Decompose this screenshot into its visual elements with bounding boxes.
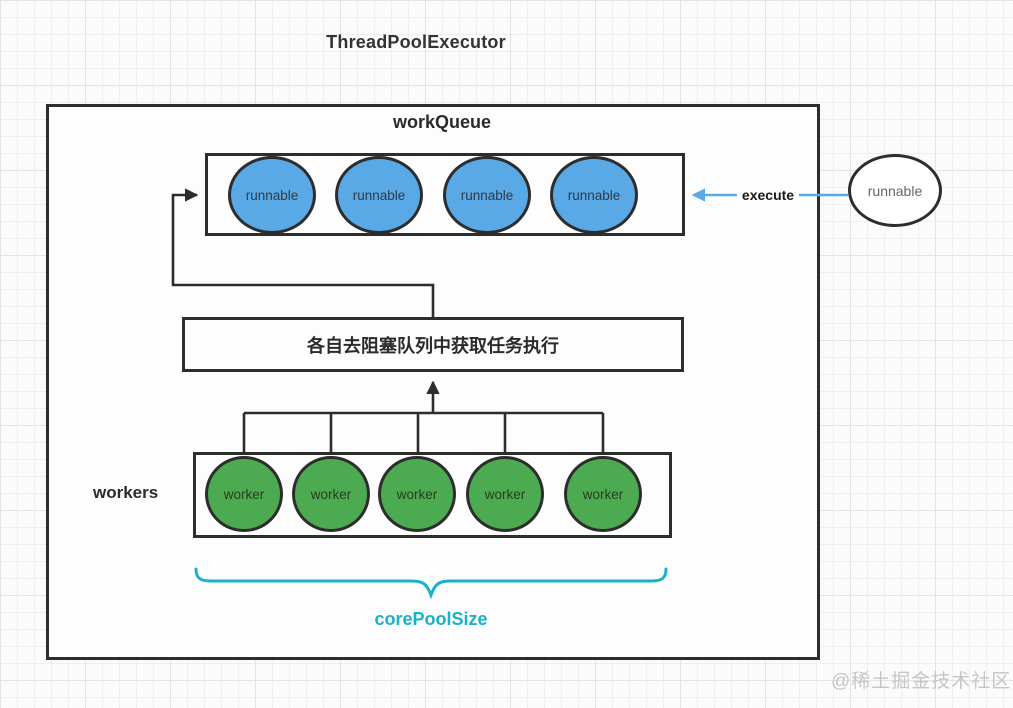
worker-thread: worker (466, 456, 544, 532)
workqueue-label: workQueue (392, 112, 492, 132)
worker-thread: worker (205, 456, 283, 532)
runnable-task: runnable (228, 156, 316, 234)
runnable-task: runnable (335, 156, 423, 234)
execute-label: execute (736, 187, 800, 203)
worker-thread: worker (378, 456, 456, 532)
worker-thread: worker (292, 456, 370, 532)
incoming-runnable-task: runnable (848, 154, 942, 227)
worker-thread: worker (564, 456, 642, 532)
watermark: @稀土掘金技术社区 (831, 671, 1012, 692)
task-fetch-box: 各自去阻塞队列中获取任务执行 (182, 317, 684, 372)
workers-label: workers (93, 483, 159, 502)
page-title: ThreadPoolExecutor (326, 32, 506, 52)
core-pool-size-label: corePoolSize (374, 609, 488, 629)
runnable-task: runnable (443, 156, 531, 234)
task-fetch-label: 各自去阻塞队列中获取任务执行 (307, 335, 559, 356)
runnable-task: runnable (550, 156, 638, 234)
